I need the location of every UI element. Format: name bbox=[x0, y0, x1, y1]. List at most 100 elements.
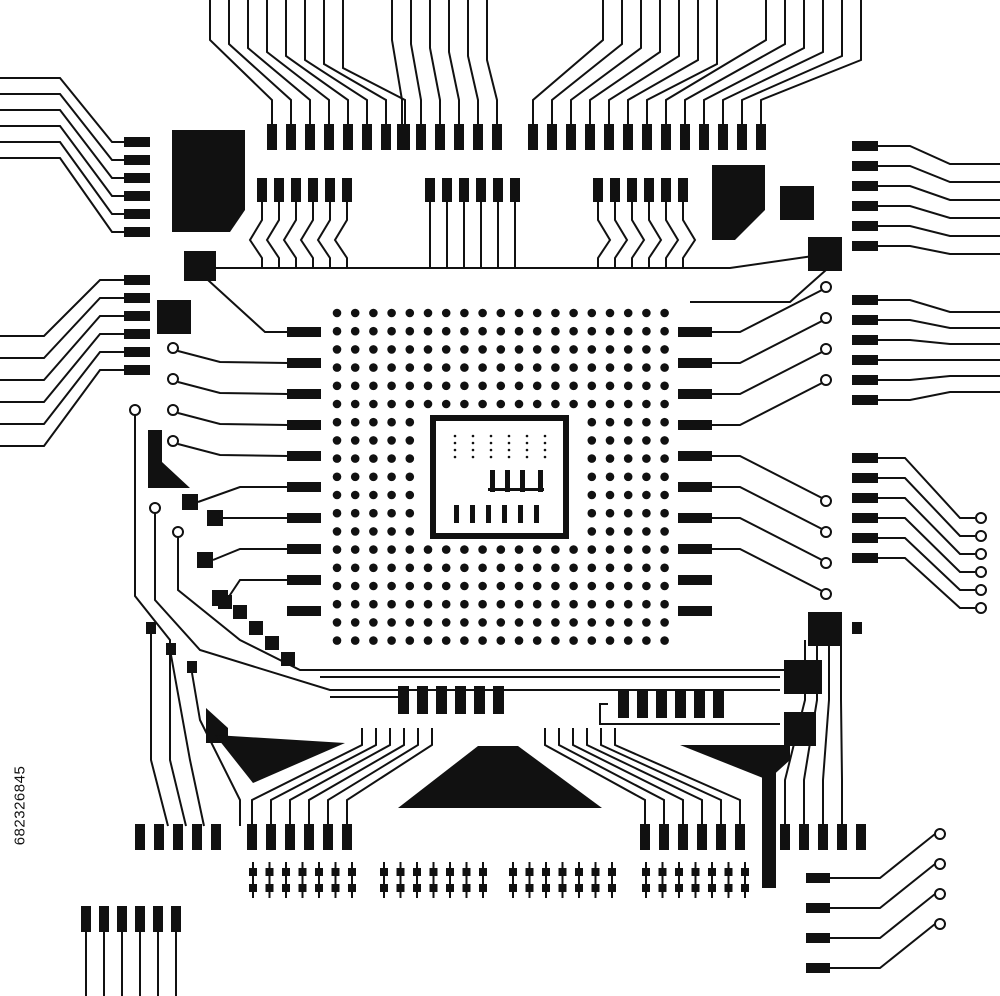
component-pad bbox=[724, 868, 733, 876]
bga-ball bbox=[514, 636, 524, 645]
circuit-trace bbox=[251, 728, 363, 824]
bga-ball bbox=[605, 472, 615, 482]
solder-pad bbox=[476, 178, 486, 202]
bga-ball bbox=[387, 636, 396, 645]
bga-ball bbox=[405, 618, 415, 627]
circuit-trace bbox=[878, 225, 1000, 237]
circuit-trace bbox=[690, 269, 827, 303]
component-pad bbox=[691, 868, 700, 876]
bga-ball bbox=[525, 441, 529, 445]
bga-ball bbox=[369, 636, 378, 645]
circuit-trace bbox=[830, 893, 936, 939]
bga-ball bbox=[332, 308, 342, 318]
bga-ball bbox=[660, 399, 669, 409]
bga-ball bbox=[532, 326, 542, 336]
circuit-trace bbox=[878, 245, 1000, 255]
component-pad bbox=[741, 884, 749, 892]
circuit-trace bbox=[170, 654, 205, 827]
bga-ball bbox=[660, 454, 669, 463]
circuit-trace bbox=[467, 0, 479, 128]
solder-pad bbox=[398, 686, 409, 714]
solder-pad bbox=[197, 552, 213, 568]
bga-ball bbox=[332, 599, 342, 609]
bga-ball bbox=[660, 490, 669, 500]
bga-ball bbox=[423, 363, 433, 372]
via-ring bbox=[975, 530, 987, 542]
bga-ball bbox=[605, 490, 615, 500]
bga-ball bbox=[471, 455, 475, 459]
solder-pad bbox=[324, 124, 334, 150]
bga-ball bbox=[642, 599, 651, 609]
solder-pad bbox=[492, 124, 502, 150]
component-pad bbox=[380, 884, 388, 892]
bga-ball bbox=[350, 599, 360, 609]
bga-ball bbox=[569, 381, 578, 391]
bga-ball bbox=[623, 599, 633, 609]
bga-ball bbox=[369, 454, 378, 463]
bga-ball bbox=[478, 545, 487, 554]
circuit-trace bbox=[597, 202, 612, 268]
circuit-trace bbox=[712, 351, 823, 395]
via-ring bbox=[934, 918, 946, 930]
solder-pad bbox=[566, 124, 576, 150]
circuit-trace bbox=[878, 299, 1000, 313]
solder-pad bbox=[699, 124, 709, 150]
circuit-trace bbox=[177, 412, 289, 426]
bga-ball bbox=[369, 345, 378, 354]
chip-pin bbox=[678, 358, 712, 368]
square-pad bbox=[184, 251, 216, 281]
bga-ball bbox=[623, 381, 633, 391]
solder-pad bbox=[173, 824, 183, 850]
solder-pad bbox=[124, 209, 150, 219]
circuit-trace bbox=[878, 537, 975, 591]
via-ring bbox=[149, 502, 161, 514]
bga-ball bbox=[605, 508, 615, 518]
bga-ball bbox=[605, 381, 615, 391]
via-ring bbox=[167, 404, 179, 416]
component-pad bbox=[542, 884, 550, 892]
component-pad bbox=[525, 884, 534, 892]
component-pad bbox=[315, 868, 323, 876]
circuit-trace bbox=[544, 728, 646, 824]
circuit-trace bbox=[627, 0, 699, 128]
circuit-trace bbox=[712, 548, 823, 592]
solder-pad bbox=[618, 690, 629, 718]
bga-ball bbox=[369, 417, 378, 427]
circuit-trace bbox=[614, 728, 741, 824]
component-pad bbox=[446, 884, 454, 892]
chip-pin bbox=[678, 575, 712, 585]
circuit-trace bbox=[0, 315, 126, 381]
solder-pad bbox=[291, 178, 301, 202]
circuit-trace bbox=[316, 202, 331, 268]
solder-pad bbox=[806, 873, 830, 883]
circuit-trace bbox=[760, 0, 862, 128]
solder-pad bbox=[713, 690, 724, 718]
bga-ball bbox=[423, 563, 433, 573]
bga-ball bbox=[369, 599, 378, 609]
circuit-trace bbox=[830, 863, 936, 909]
bga-ball bbox=[405, 490, 415, 500]
solder-pad bbox=[718, 124, 728, 150]
bga-ball bbox=[514, 399, 524, 409]
solder-pad bbox=[124, 173, 150, 183]
bga-ball bbox=[423, 618, 433, 627]
component-pad bbox=[575, 868, 583, 876]
bga-ball bbox=[489, 448, 493, 452]
solder-pad bbox=[146, 622, 156, 634]
solder-pad bbox=[247, 824, 257, 850]
circuit-trace bbox=[878, 205, 1000, 219]
solder-pad bbox=[135, 906, 145, 932]
bga-ball bbox=[369, 326, 378, 336]
bga-ball bbox=[387, 490, 396, 500]
die-contact bbox=[518, 505, 523, 523]
circuit-trace bbox=[712, 320, 823, 364]
chip-pin bbox=[678, 482, 712, 492]
stock-id-text: 682326845 bbox=[11, 765, 29, 845]
bga-ball bbox=[551, 381, 560, 391]
copper-strip bbox=[762, 760, 776, 888]
bga-ball bbox=[350, 399, 360, 409]
via-ring bbox=[975, 512, 987, 524]
bga-ball bbox=[507, 455, 511, 459]
solder-pad bbox=[852, 221, 878, 231]
die-contact bbox=[505, 470, 510, 492]
